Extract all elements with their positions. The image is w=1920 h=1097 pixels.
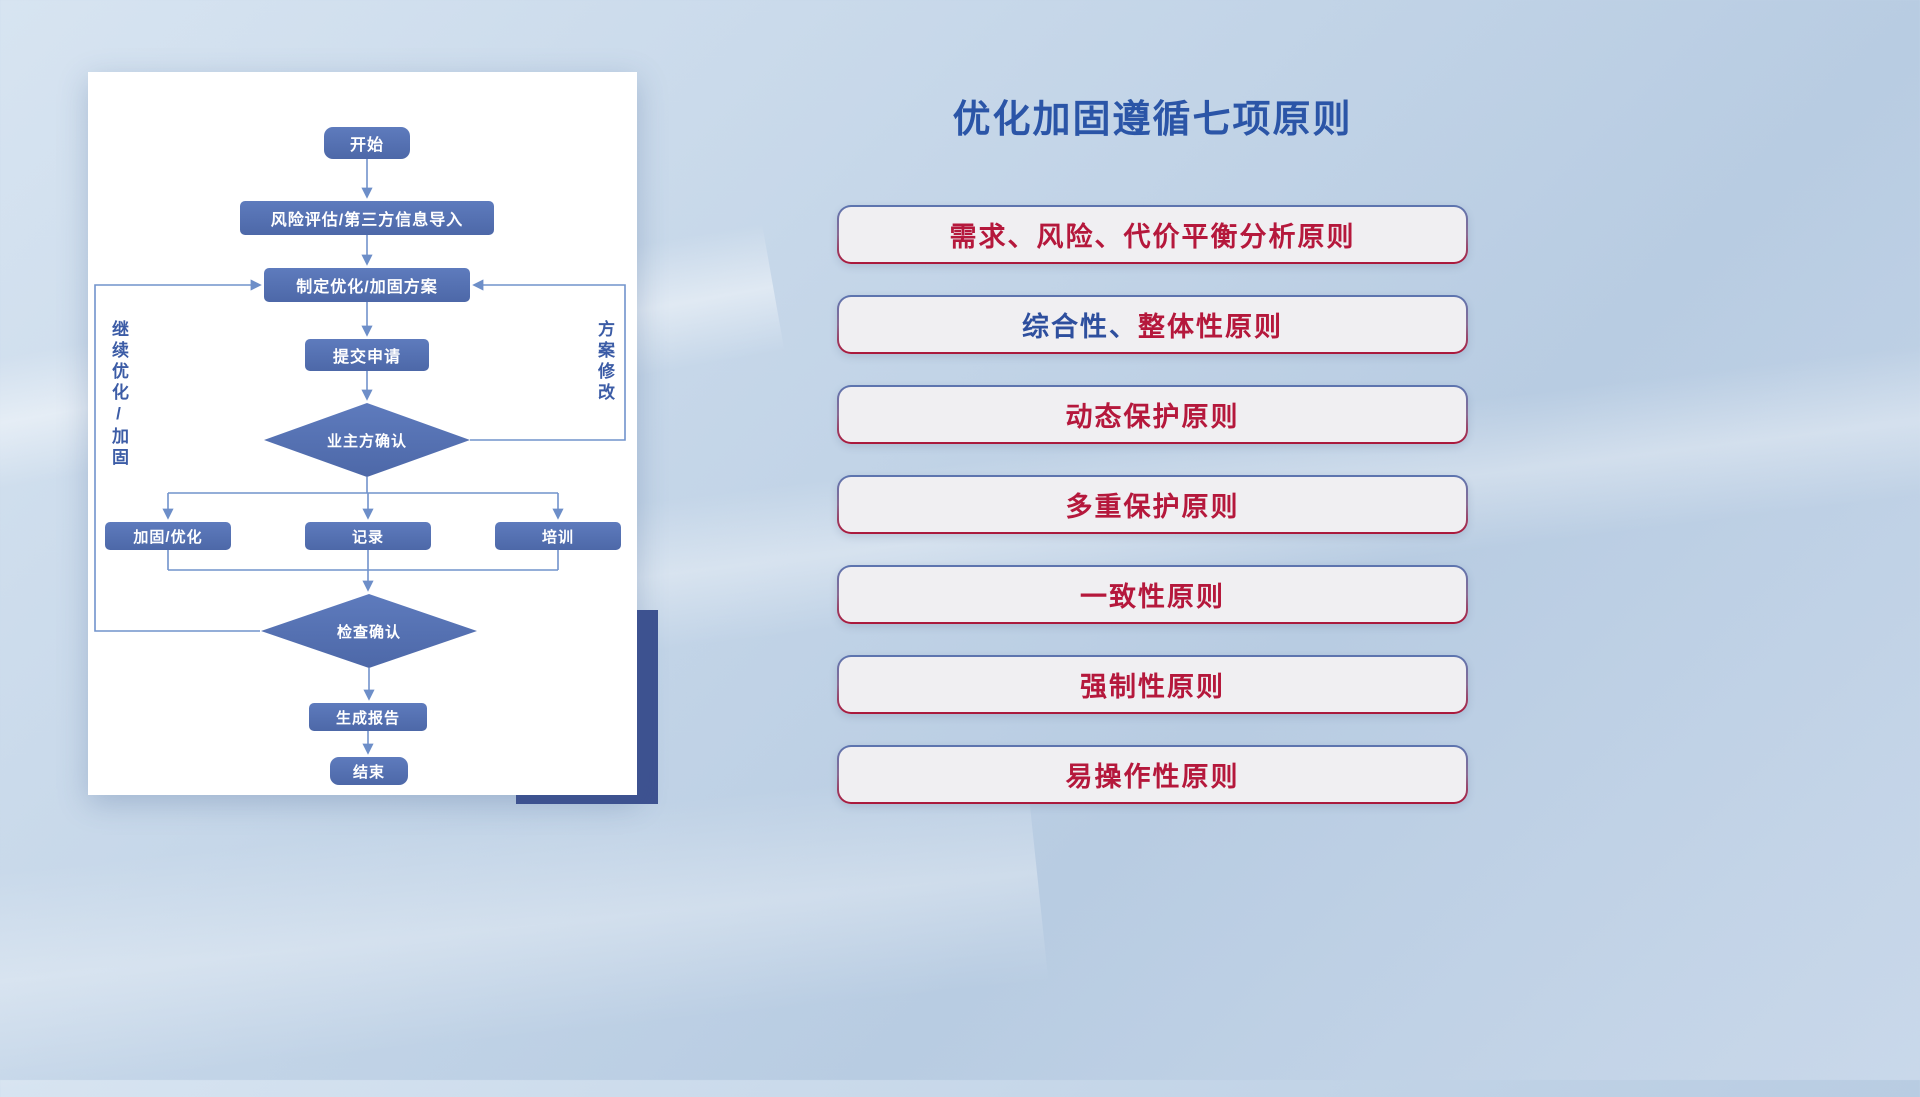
principle-text-red: 易操作性原则	[1065, 762, 1240, 792]
flow-node-report: 生成报告	[309, 703, 427, 731]
loop-label-plan-revision: 方案修改	[595, 320, 614, 404]
principle-text-red: 强制性原则	[1080, 672, 1225, 702]
flow-node-start: 开始	[324, 127, 410, 159]
flow-node-risk-import: 风险评估/第三方信息导入	[240, 201, 494, 235]
principle-text: 动态保护原则	[839, 387, 1466, 442]
principle-text: 易操作性原则	[839, 747, 1466, 802]
principle-text: 一致性原则	[839, 567, 1466, 622]
background-streak	[0, 763, 1049, 1097]
flow-node-record: 记录	[305, 522, 431, 550]
principle-box-7: 易操作性原则	[837, 745, 1468, 804]
principle-box-1: 需求、风险、代价平衡分析原则	[837, 205, 1468, 264]
flow-node-training: 培训	[495, 522, 621, 550]
principle-text: 需求、风险、代价平衡分析原则	[839, 207, 1466, 262]
flowchart-connectors	[94, 159, 626, 755]
flow-node-end: 结束	[330, 757, 408, 785]
principle-text-red: 多重保护原则	[1065, 492, 1240, 522]
flow-node-submit: 提交申请	[305, 339, 429, 371]
principle-box-4: 多重保护原则	[837, 475, 1468, 534]
principle-box-6: 强制性原则	[837, 655, 1468, 714]
page-title: 优化加固遵循七项原则	[952, 99, 1353, 141]
principle-text-blue: 综合性、	[1022, 312, 1138, 342]
principle-box-2: 综合性、整体性原则	[837, 295, 1468, 354]
flow-node-reinforce: 加固/优化	[105, 522, 231, 550]
principle-text: 综合性、整体性原则	[839, 297, 1466, 352]
principles-panel: 优化加固遵循七项原则 需求、风险、代价平衡分析原则 综合性、整体性原则 动态保护…	[837, 88, 1468, 804]
principle-box-3: 动态保护原则	[837, 385, 1468, 444]
loop-label-continue-optimize: 继续优化/加固	[109, 320, 128, 469]
principle-text-red: 一致性原则	[1080, 582, 1225, 612]
flowchart-card: 开始 风险评估/第三方信息导入 制定优化/加固方案 提交申请 业主方确认 加固/…	[88, 72, 637, 795]
principle-text-red: 动态保护原则	[1065, 402, 1240, 432]
flow-node-plan: 制定优化/加固方案	[264, 268, 470, 302]
principle-text: 多重保护原则	[839, 477, 1466, 532]
principle-box-5: 一致性原则	[837, 565, 1468, 624]
principle-text-red: 整体性原则	[1138, 312, 1283, 342]
principle-text-red: 需求、风险、代价平衡分析原则	[949, 222, 1356, 252]
principle-text: 强制性原则	[839, 657, 1466, 712]
principles-list: 需求、风险、代价平衡分析原则 综合性、整体性原则 动态保护原则 多重保护原则 一…	[837, 205, 1468, 804]
